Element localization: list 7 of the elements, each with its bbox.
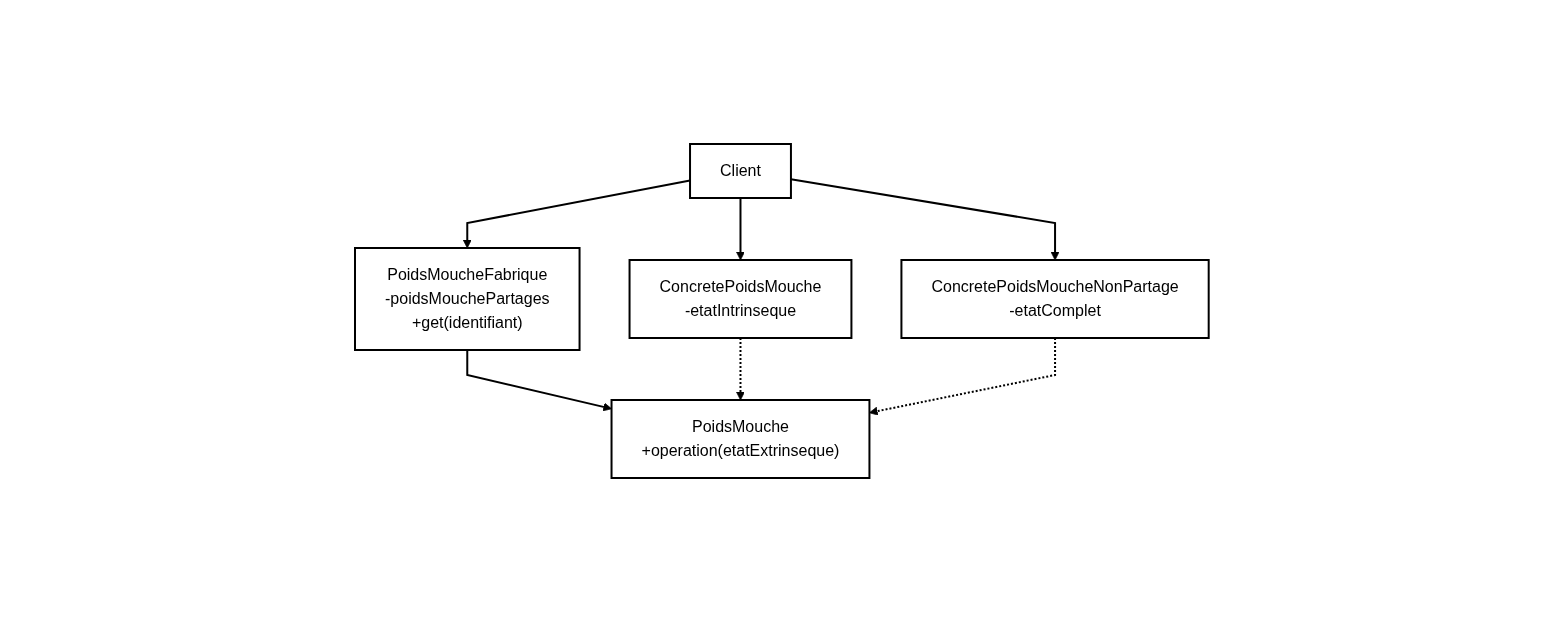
node-box: PoidsMoucheFabrique -poidsMouchePartages +get(identifiant) [353, 247, 581, 351]
arrow [735, 197, 745, 261]
node-box: ConcretePoidsMoucheNonPartage -etatComplet [900, 259, 1210, 339]
node-box: Client [688, 143, 792, 199]
arrow [465, 349, 612, 412]
node-box: PoidsMouche +operation(etatExtrinseque) [610, 399, 871, 479]
node-box: ConcretePoidsMouche -etatIntrinseque [628, 259, 853, 339]
